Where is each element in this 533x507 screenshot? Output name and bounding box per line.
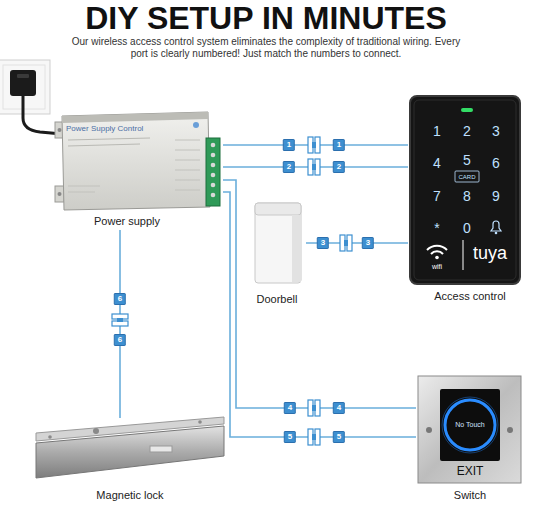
port-number: 2 <box>333 161 345 173</box>
part-name: Magnetic lock <box>96 489 163 502</box>
key-label: * <box>434 220 439 236</box>
wire-connector <box>308 429 320 445</box>
keypad-body <box>410 96 520 284</box>
port-number: 3 <box>362 237 374 249</box>
plug-pin <box>344 240 348 246</box>
port-number: 5 <box>333 431 345 443</box>
exit-switch: No TouchEXIT Switch <box>416 373 523 505</box>
wall-socket <box>0 60 62 134</box>
wire-connector <box>308 137 320 153</box>
access-control-keypad: Access control 1 2 3 4 5 6 7 8 9 * 0 CARD wifi tuya <box>408 94 524 306</box>
port-number: 1 <box>333 139 345 151</box>
doorbell: Doorbell <box>250 200 306 307</box>
part-name: Switch <box>454 489 486 502</box>
exit-label: EXIT <box>457 465 484 479</box>
wire <box>223 180 416 408</box>
wire-connector <box>308 400 320 416</box>
wire-connector <box>308 159 320 175</box>
port-number: 6 <box>114 293 126 305</box>
key-label: 2 <box>463 123 471 139</box>
exit-switch-body <box>418 376 521 483</box>
port-number: 2 <box>283 161 295 173</box>
plug-pin <box>117 318 123 322</box>
key-label: 8 <box>463 188 471 204</box>
key-label: 6 <box>492 155 500 171</box>
plug-pin <box>312 405 316 411</box>
port-number: 1 <box>283 139 295 151</box>
plug-pin <box>312 142 316 148</box>
plug-pin <box>312 434 316 440</box>
wire-connector <box>112 314 128 326</box>
key-label: 7 <box>433 188 441 204</box>
magnetic-lock: Magnetic lock <box>30 418 230 505</box>
card-label: CARD <box>458 173 475 180</box>
key-label: 4 <box>433 155 441 171</box>
brand-logo: tuya <box>473 243 507 264</box>
magnetic-lock-body <box>36 417 224 478</box>
subtitle: Our wireless access control system elimi… <box>64 36 468 60</box>
device-label: Power Supply Control <box>66 124 143 133</box>
port-number: 4 <box>333 402 345 414</box>
doorbell-body <box>255 203 301 283</box>
key-label: 9 <box>492 188 500 204</box>
key-label: 5 <box>463 152 471 168</box>
power-supply-box <box>55 112 220 210</box>
port-number: 4 <box>284 402 296 414</box>
part-name: Access control <box>434 290 506 303</box>
power-supply: Power Supply ControlPower supply <box>55 110 223 230</box>
part-name: Power supply <box>94 215 160 228</box>
wire <box>223 192 416 437</box>
wifi-label: wifi <box>432 263 442 271</box>
plug-pin <box>312 164 316 170</box>
key-label: 3 <box>492 123 500 139</box>
title: DIY SETUP IN MINUTES <box>85 0 447 36</box>
port-number: 5 <box>284 431 296 443</box>
key-label: 0 <box>463 220 471 236</box>
sensor-label: No Touch <box>455 421 484 429</box>
port-number: 6 <box>114 334 126 346</box>
wire-connector <box>340 235 352 251</box>
key-label: 1 <box>433 123 441 139</box>
port-number: 3 <box>317 237 329 249</box>
part-name: Doorbell <box>257 293 298 306</box>
